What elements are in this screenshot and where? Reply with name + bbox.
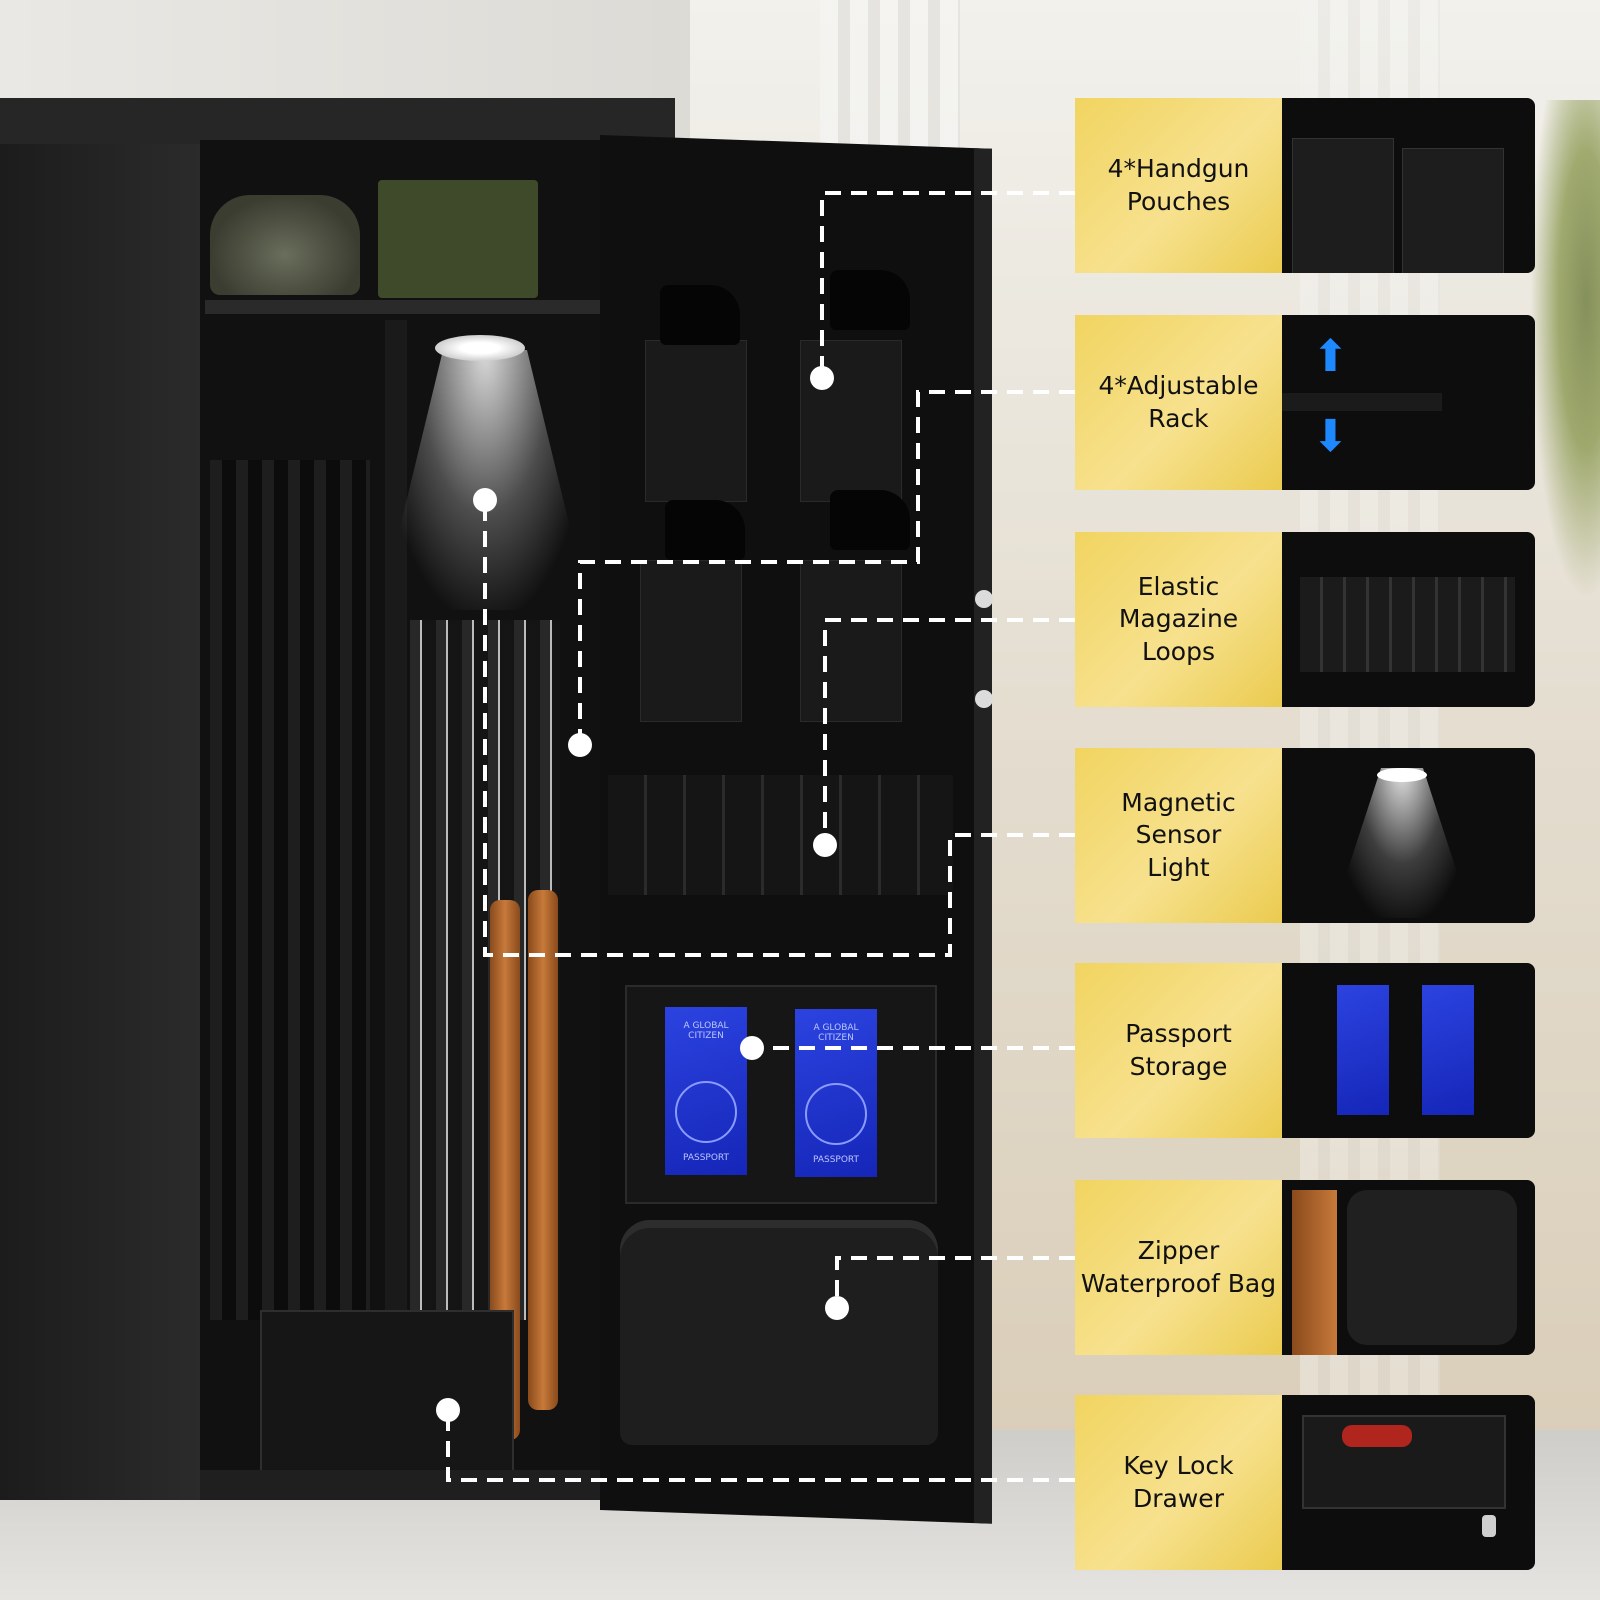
callout-line-rack (578, 390, 1075, 745)
key-drawer-icon (1282, 1395, 1535, 1570)
callout-dot (436, 1398, 460, 1422)
feature-passport-storage: Passport Storage (1075, 963, 1535, 1138)
door-hinge (975, 690, 993, 708)
passport-seal-icon (675, 1081, 737, 1143)
arrow-up-icon: ⬆ (1312, 331, 1349, 382)
callout-line-magazine (823, 618, 1075, 845)
feature-label: 4*Adjustable Rack (1075, 315, 1282, 490)
handgun (830, 270, 910, 330)
passport-word: PASSPORT (682, 1153, 730, 1163)
passport-line1: A GLOBAL (813, 1023, 859, 1033)
handgun (660, 285, 740, 345)
handgun-pouch (640, 560, 742, 722)
ammo-box (378, 180, 538, 298)
passport-storage-panel: A GLOBAL CITIZEN PASSPORT A GLOBAL CITIZ… (625, 985, 937, 1204)
feature-label: Passport Storage (1075, 963, 1282, 1138)
passport-line2: CITIZEN (688, 1031, 724, 1041)
callout-line-drawer (446, 1410, 1075, 1482)
passport: A GLOBAL CITIZEN PASSPORT (795, 1009, 877, 1177)
door-hinge (975, 590, 993, 608)
passport-word: PASSPORT (812, 1155, 860, 1165)
plant (1530, 100, 1600, 600)
feature-key-lock-drawer: Key Lock Drawer (1075, 1395, 1535, 1570)
callout-line-bag (835, 1256, 1075, 1308)
sensor-lamp (435, 335, 525, 361)
passport-icon (1282, 963, 1535, 1138)
sensor-light-icon (1282, 748, 1535, 923)
adjustable-rack-icon: ⬆ ⬇ (1282, 315, 1535, 490)
passport-line1: A GLOBAL (683, 1021, 729, 1031)
callout-line-handgun (820, 191, 1075, 378)
magazine-loops-icon (1282, 532, 1535, 707)
arrow-down-icon: ⬇ (1312, 411, 1349, 462)
helmet-goggles (210, 195, 360, 295)
feature-label: Zipper Waterproof Bag (1075, 1180, 1282, 1355)
top-shelf (205, 300, 605, 314)
passport-seal-icon (805, 1083, 867, 1145)
handgun-pouch-icon (1282, 98, 1535, 273)
handgun-pouch (645, 340, 747, 502)
callout-dot (740, 1036, 764, 1060)
callout-dot (473, 488, 497, 512)
handgun-pouch (800, 560, 902, 722)
callout-dot (813, 833, 837, 857)
rifle-rack-left (210, 460, 370, 1320)
passport-line2: CITIZEN (818, 1033, 854, 1043)
key-lock-drawer[interactable] (260, 1310, 514, 1474)
feature-label: Elastic Magazine Loops (1075, 532, 1282, 707)
rifle-stock (528, 890, 558, 1410)
key-icon (1482, 1515, 1496, 1537)
feature-label: Key Lock Drawer (1075, 1395, 1282, 1570)
callout-line-light (483, 500, 1075, 957)
elastic-magazine-loops (608, 775, 953, 895)
cabinet-side-panel (0, 100, 200, 1500)
feature-handgun-pouches: 4*Handgun Pouches (1075, 98, 1535, 273)
feature-zipper-waterproof-bag: Zipper Waterproof Bag (1075, 1180, 1535, 1355)
zipper-bag-icon (1282, 1180, 1535, 1355)
feature-label: 4*Handgun Pouches (1075, 98, 1282, 273)
callout-dot (568, 733, 592, 757)
feature-label: Magnetic Sensor Light (1075, 748, 1282, 923)
handgun (665, 500, 745, 560)
feature-elastic-magazine-loops: Elastic Magazine Loops (1075, 532, 1535, 707)
passport: A GLOBAL CITIZEN PASSPORT (665, 1007, 747, 1175)
feature-adjustable-rack: 4*Adjustable Rack ⬆ ⬇ (1075, 315, 1535, 490)
cabinet-base (200, 1470, 675, 1500)
handgun (830, 490, 910, 550)
callout-dot (810, 366, 834, 390)
feature-magnetic-sensor-light: Magnetic Sensor Light (1075, 748, 1535, 923)
cabinet-top (0, 98, 675, 144)
callout-dot (825, 1296, 849, 1320)
